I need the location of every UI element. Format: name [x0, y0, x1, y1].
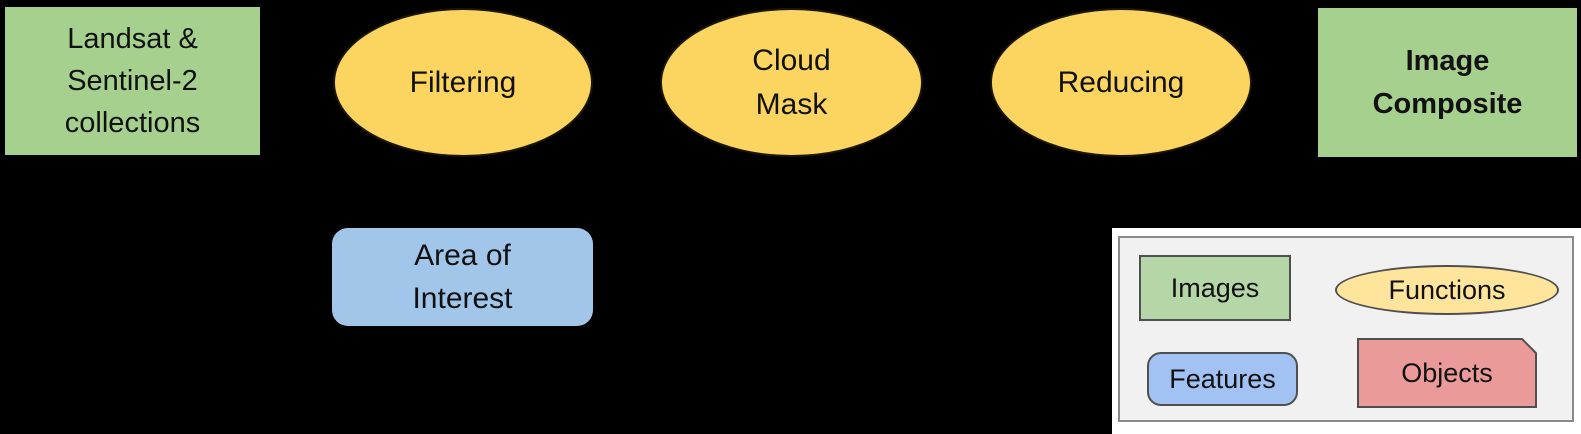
- image-composite-label: Image Composite: [1372, 45, 1523, 120]
- legend-objects-label: Objects: [1401, 357, 1493, 388]
- legend-images-label: Images: [1170, 272, 1260, 303]
- area-of-interest-node: Area of Interest: [332, 228, 593, 326]
- legend-panel: Images Functions Features Objects: [1112, 228, 1581, 434]
- legend-images-swatch: Images: [1139, 255, 1291, 321]
- cloud-mask-label: Cloud Mask: [752, 44, 831, 121]
- image-composite-node: Image Composite: [1318, 8, 1577, 157]
- filtering-ellipse: Filtering: [333, 8, 593, 157]
- legend-functions-swatch: Functions: [1335, 265, 1559, 315]
- legend-box: Images Functions Features Objects: [1118, 236, 1574, 422]
- legend-objects-swatch: Objects: [1357, 338, 1537, 408]
- collections-label: Landsat & Sentinel-2 collections: [64, 22, 201, 140]
- area-of-interest-label: Area of Interest: [412, 238, 513, 316]
- cloud-mask-ellipse: Cloud Mask: [660, 8, 923, 157]
- clipped-corner-shape-icon: [1357, 338, 1537, 408]
- legend-features-label: Features: [1169, 363, 1276, 394]
- filtering-label: Filtering: [409, 65, 517, 99]
- legend-features-swatch: Features: [1147, 352, 1298, 406]
- reducing-label: Reducing: [1057, 65, 1185, 99]
- legend-functions-label: Functions: [1388, 274, 1506, 305]
- collections-node: Landsat & Sentinel-2 collections: [5, 7, 260, 155]
- reducing-ellipse: Reducing: [990, 8, 1252, 157]
